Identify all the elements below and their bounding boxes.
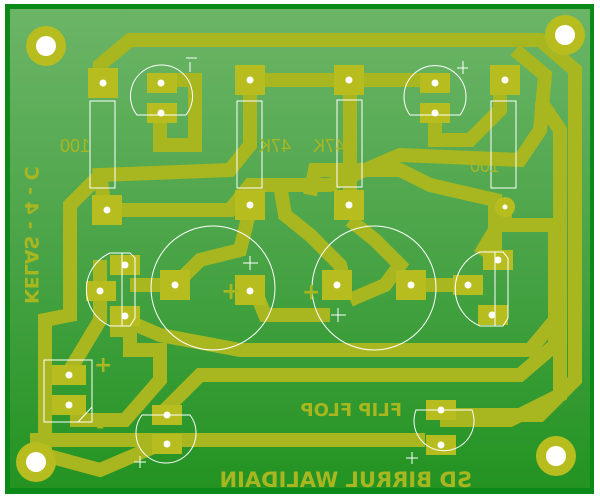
mounting-holes xyxy=(16,15,585,482)
battery-connector-outline xyxy=(43,359,93,423)
silkscreen xyxy=(43,57,517,468)
label-plus-c1: + xyxy=(221,277,241,305)
label-minus-battery: - xyxy=(96,414,104,438)
class-label: KELAS - 4 - C xyxy=(20,166,42,304)
copper-traces xyxy=(30,33,582,478)
drill-holes xyxy=(65,76,509,449)
label-r4-value: 100 xyxy=(470,156,500,176)
resistor-outline-r2 xyxy=(236,100,263,189)
label-plus-battery: + xyxy=(94,353,112,378)
capacitor-outline-c2 xyxy=(311,225,437,351)
label-plus-c2: + xyxy=(302,280,320,305)
label-r2-value: 47K xyxy=(259,136,291,156)
label-r1-value: 100 xyxy=(60,136,90,156)
resistor-outline-r3 xyxy=(336,99,363,188)
author-label: SD BIRRUL WALIDAIN xyxy=(219,468,472,492)
resistor-outline-r4 xyxy=(490,100,517,189)
label-r3-value: 47K xyxy=(313,136,345,156)
capacitor-outline-c1 xyxy=(150,225,276,351)
copper-text: 100 47K 47K 100 + + + - KELAS - 4 - C FL… xyxy=(20,136,500,492)
title-label: FLIP FLOP xyxy=(300,400,402,421)
resistor-outline-r1 xyxy=(89,100,116,189)
